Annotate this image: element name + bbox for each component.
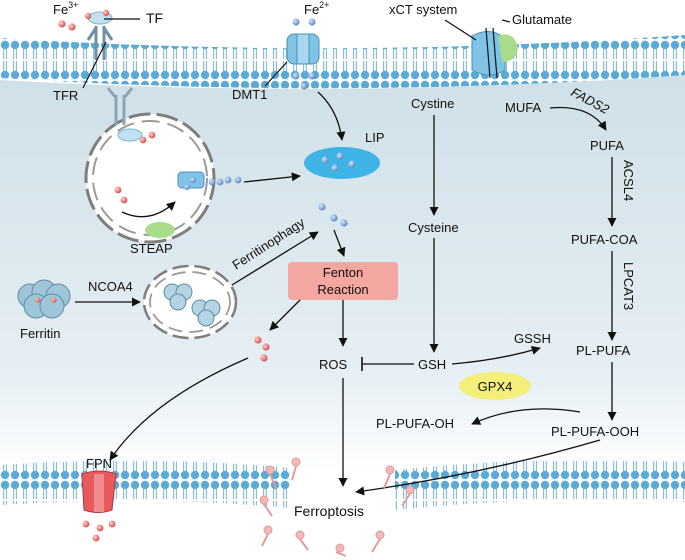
pl-pufa-oh-label: PL-PUFA-OH [376, 416, 454, 431]
ferritin-label: Ferritin [20, 326, 60, 341]
dmt1-label: DMT1 [232, 87, 267, 102]
fenton-box [288, 262, 398, 300]
cysteine-label: Cysteine [408, 220, 459, 235]
fenton-label-line2: Reaction [317, 282, 368, 297]
gpx4-badge [459, 372, 531, 400]
ferritin-icon [17, 279, 71, 319]
dmt1-transporter-icon [286, 18, 320, 90]
acsl4-label: ACSL4 [621, 160, 636, 201]
gssh-label: GSSH [514, 331, 551, 346]
endosome [84, 87, 242, 244]
plpufaooh-to-ferroptosis-arrow [355, 439, 601, 496]
fe3-ion-icon [58, 20, 76, 31]
mufa-label: MUFA [505, 100, 541, 115]
glutamate-label: Glutamate [512, 12, 572, 27]
fe3-released-icon [254, 336, 270, 362]
pufa-coa-label: PUFA-COA [571, 232, 638, 247]
lip-label: LIP [365, 130, 385, 145]
pl-pufa-label: PL-PUFA [576, 343, 631, 358]
ros-label: ROS [319, 357, 348, 372]
endosome-to-lip-arrow [243, 172, 301, 183]
bottom-membrane-right [395, 459, 685, 510]
fe-exported-icon [82, 520, 116, 542]
pufa-label: PUFA [590, 138, 624, 153]
fe3-label: Fe3+ [53, 0, 78, 17]
gpx4-reduction-arrow [471, 408, 581, 425]
ferroptosis-label: Ferroptosis [294, 503, 364, 519]
gsh-to-gssh-arrow [451, 345, 541, 365]
tf-label: TF [146, 10, 163, 26]
dmt1-to-lip-arrow [317, 91, 346, 141]
bottom-membrane-left [0, 460, 290, 508]
steap-label: STEAP [130, 241, 173, 256]
cystine-label: Cystine [411, 96, 454, 111]
fenton-label-line1: Fenton [323, 265, 363, 280]
membrane-debris-icon [259, 457, 415, 557]
pl-pufa-ooh-label: PL-PUFA-OOH [551, 424, 639, 439]
fenton-to-fe3-arrow [269, 299, 301, 331]
gsh-label: GSH [418, 357, 446, 372]
ncoa4-label: NCOA4 [88, 279, 133, 294]
tfr-label: TFR [53, 88, 78, 103]
ferritinophagy-arrow [231, 231, 319, 286]
free-fe2-icon [318, 203, 348, 227]
lip-pool [304, 147, 380, 179]
fpn-transporter-icon [81, 470, 117, 513]
fe2-to-fenton-arrow [333, 229, 346, 257]
xct-label: xCT system [389, 2, 457, 17]
lpcat3-label: LPCAT3 [621, 262, 636, 310]
autophagosome [142, 264, 238, 340]
mufa-to-pufa-arrow [549, 106, 607, 131]
fpn-label: FPN [86, 456, 112, 471]
transferrin-receptor-icon [82, 9, 140, 89]
fe2-label: Fe2+ [304, 0, 329, 17]
fe-to-fpn-arrow [109, 357, 249, 461]
xct-transporter-icon [471, 27, 518, 79]
gpx4-label: GPX4 [478, 379, 513, 394]
